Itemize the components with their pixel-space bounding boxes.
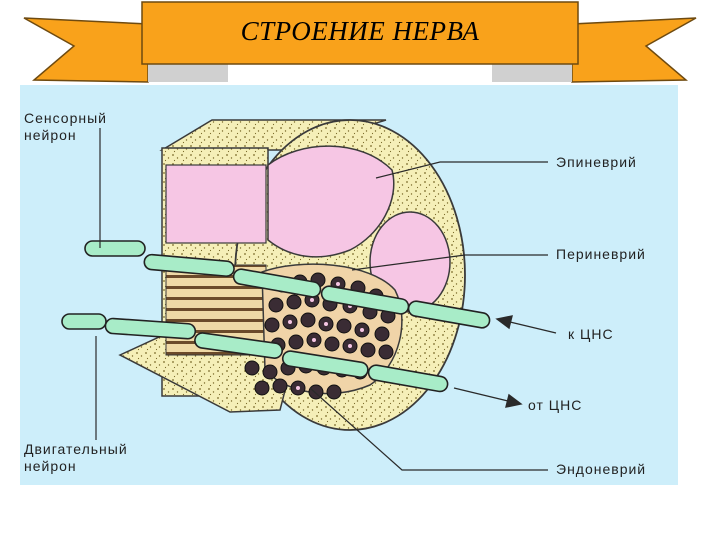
endoneurium-label: Эндоневрий: [556, 461, 647, 477]
perineurium-label: Периневрий: [556, 246, 646, 262]
arrows: [453, 315, 557, 408]
epineurium-leader: [375, 161, 548, 179]
title-banner: [23, 1, 697, 83]
epineurium-label: Эпиневрий: [556, 154, 637, 170]
banner-ribbon-left: [23, 17, 149, 83]
fascicle-front: [165, 164, 267, 244]
fascicle-top: [267, 145, 395, 258]
motor-fiber: [61, 313, 449, 393]
arrow-from-cns-head: [505, 393, 523, 408]
motor-neuron-label: Двигательный нейрон: [24, 441, 128, 475]
motor-neuron-label-line2: нейрон: [24, 458, 77, 474]
arrow-to-cns-head: [495, 315, 513, 330]
leader-lines: [95, 128, 548, 471]
to-cns-label: к ЦНС: [568, 326, 614, 342]
sensory-neuron-label-line2: нейрон: [24, 127, 77, 143]
sensory-neuron-label-line1: Сенсорный: [24, 110, 107, 126]
banner-shadow-left: [148, 62, 228, 82]
sensory-neuron-label: Сенсорный нейрон: [24, 110, 107, 144]
banner-ribbon-right: [571, 17, 697, 83]
banner-shadow-right: [492, 62, 572, 82]
endoneurium-leader: [309, 387, 548, 471]
perineurium-leader: [351, 254, 548, 271]
motor-neuron-label-line1: Двигательный: [24, 441, 128, 457]
banner-body: [141, 1, 579, 65]
page-title: СТРОЕНИЕ НЕРВА: [240, 16, 480, 46]
from-cns-label: от ЦНС: [528, 397, 583, 413]
